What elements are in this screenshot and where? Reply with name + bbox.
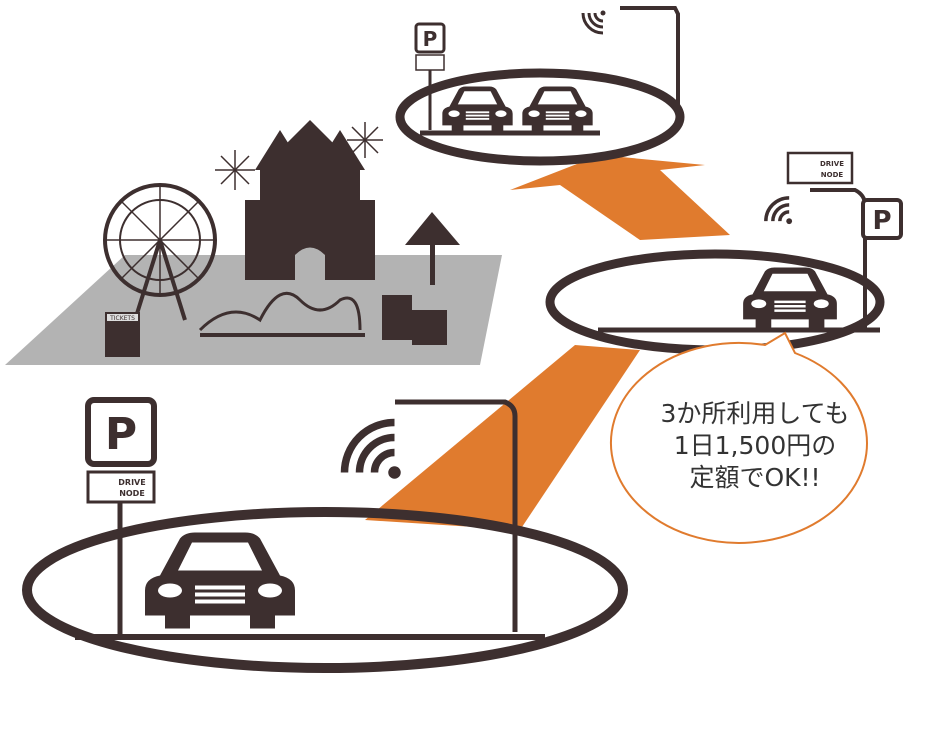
svg-text:DRIVE: DRIVE xyxy=(820,160,844,168)
food-stands xyxy=(382,295,447,345)
wifi-signal-icon xyxy=(581,9,607,35)
svg-text:DRIVE: DRIVE xyxy=(118,478,145,487)
wifi-signal-icon xyxy=(764,196,794,226)
route-arrow-lower xyxy=(365,345,640,530)
svg-text:P: P xyxy=(872,206,891,236)
lamp-post xyxy=(620,6,680,115)
car-icon xyxy=(442,86,513,132)
parking-spot-bottom: P DRIVE NODE xyxy=(22,397,628,673)
roller-coaster xyxy=(198,291,365,337)
lamp-post xyxy=(395,399,518,632)
svg-text:P: P xyxy=(105,409,137,460)
wifi-signal-icon xyxy=(345,423,401,479)
car-icon xyxy=(522,86,593,132)
castle-icon xyxy=(245,120,375,280)
bubble-line-2: 1日1,500円の xyxy=(673,431,837,460)
speech-bubble-text: 3か所利用しても 1日1,500円の 定額でOK!! xyxy=(640,398,870,494)
bubble-line-3: 定額でOK!! xyxy=(689,463,821,492)
speech-bubble xyxy=(609,331,868,544)
svg-text:NODE: NODE xyxy=(119,489,145,498)
parking-sign-icon: P xyxy=(414,22,446,130)
amusement-park: TICKETS xyxy=(5,120,502,365)
parking-sign-icon: P DRIVE NODE xyxy=(786,151,903,240)
car-icon xyxy=(743,267,837,328)
swing-ride xyxy=(405,212,460,285)
ticket-booth-label: TICKETS xyxy=(109,315,135,322)
bubble-line-1: 3か所利用しても xyxy=(660,399,850,428)
car-icon xyxy=(145,532,295,629)
svg-text:P: P xyxy=(423,27,438,51)
route-arrow-upper xyxy=(510,155,730,240)
parking-spot-top: P xyxy=(395,6,685,166)
ferris-wheel-icon xyxy=(103,183,217,321)
fireworks-icon xyxy=(215,122,383,190)
svg-text:NODE: NODE xyxy=(821,171,844,179)
ticket-booth: TICKETS xyxy=(105,312,140,357)
parking-sign-icon: P DRIVE NODE xyxy=(85,397,157,635)
